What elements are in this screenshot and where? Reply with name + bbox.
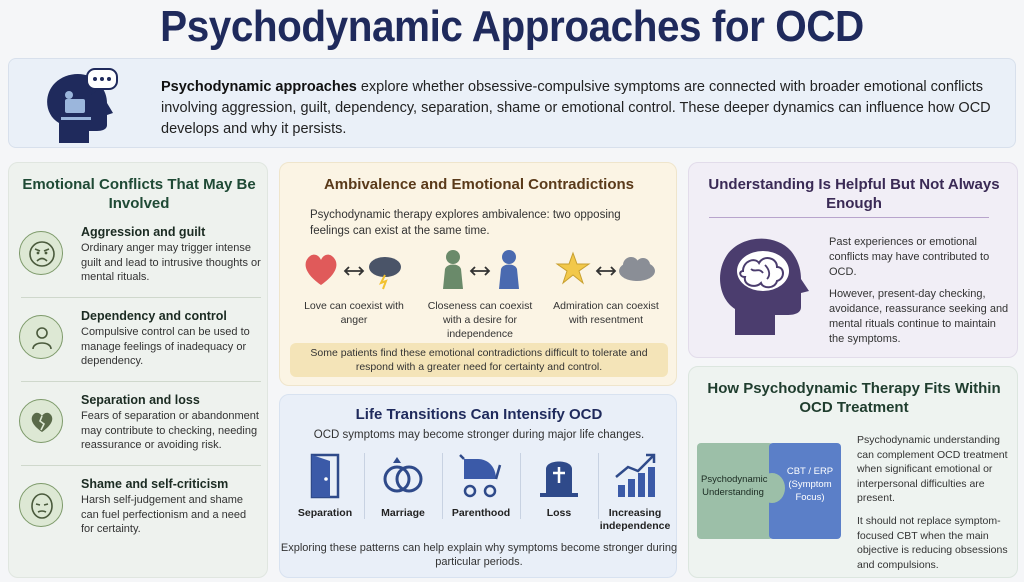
- ashamed-face-icon: [31, 493, 53, 519]
- love-anger-icon: [305, 254, 401, 290]
- rings-icon: [383, 457, 423, 493]
- divider: [21, 381, 261, 382]
- life-item: Parenthood: [442, 451, 520, 533]
- conflict-text: Fears of separation or abandonment may c…: [81, 410, 259, 451]
- fit-title: How Psychodynamic Therapy Fits Within OC…: [707, 380, 1001, 416]
- intro-text: Psychodynamic approaches explore whether…: [161, 77, 1001, 140]
- divider: [21, 465, 261, 466]
- divider: [21, 297, 261, 298]
- life-item: Loss: [520, 451, 598, 533]
- treatment-fit-panel: How Psychodynamic Therapy Fits Within OC…: [688, 366, 1018, 578]
- understanding-text-2: However, present-day checking, avoidance…: [829, 288, 1009, 345]
- life-label: Parenthood: [451, 507, 511, 519]
- fit-text-1: Psychodynamic understanding can compleme…: [857, 434, 1008, 504]
- divider: [442, 453, 443, 519]
- understanding-title: Understanding Is Helpful But Not Always …: [708, 176, 1000, 212]
- life-note: Exploring these patterns can help explai…: [280, 542, 678, 568]
- life-item: Increasing independence: [596, 451, 674, 533]
- ambivalence-pair: Closeness can coexist with a desire for …: [420, 247, 540, 340]
- pair-caption: Love can coexist with anger: [304, 300, 404, 326]
- angry-face-icon: [29, 241, 55, 267]
- conflict-item: Aggression and guilt Ordinary anger may …: [9, 225, 269, 307]
- life-label: Increasing independence: [599, 507, 671, 532]
- broken-heart-icon: [31, 412, 53, 432]
- divider: [364, 453, 365, 519]
- conflict-title: Aggression and guilt: [81, 225, 206, 239]
- understanding-text-1: Past experiences or emotional conflicts …: [829, 236, 990, 278]
- life-intro: OCD symptoms may become stronger during …: [313, 429, 645, 441]
- ambivalence-title: Ambivalence and Emotional Contradictions: [323, 176, 635, 193]
- life-item: Marriage: [364, 451, 442, 533]
- ambivalence-pair: Love can coexist with anger: [294, 247, 414, 337]
- puzzle-right-label: CBT / ERP (Symptom Focus): [786, 466, 834, 503]
- conflict-item: Separation and loss Fears of separation …: [9, 393, 269, 475]
- growth-chart-icon: [615, 453, 656, 497]
- closeness-independence-icon: [443, 250, 519, 289]
- life-item: Separation: [286, 451, 364, 533]
- conflicts-title: Emotional Conflicts That May Be Involved: [22, 176, 256, 212]
- person-icon: [32, 327, 52, 350]
- divider: [598, 453, 599, 519]
- head-brain-icon: [720, 238, 809, 335]
- divider: [709, 217, 989, 218]
- page-title: Psychodynamic Approaches for OCD: [160, 2, 864, 51]
- intro-lead: Psychodynamic approaches: [161, 79, 357, 95]
- conflict-item: Dependency and control Compulsive contro…: [9, 309, 269, 391]
- life-label: Separation: [297, 507, 353, 519]
- intro-body: explore whether obsessive-compulsive sym…: [161, 79, 991, 137]
- ambivalence-intro: Psychodynamic therapy explores ambivalen…: [310, 209, 621, 237]
- ambivalence-panel: Ambivalence and Emotional Contradictions…: [279, 162, 677, 386]
- conflict-item: Shame and self-criticism Harsh self-judg…: [9, 477, 269, 559]
- gravestone-icon: [540, 461, 578, 497]
- life-label: Marriage: [381, 507, 425, 519]
- conflict-text: Compulsive control can be used to manage…: [81, 326, 250, 367]
- ambivalence-pair: Admiration can coexist with resentment: [546, 247, 666, 337]
- conflict-text: Ordinary anger may trigger intense guilt…: [81, 242, 261, 283]
- intro-banner: Psychodynamic approaches explore whether…: [8, 58, 1016, 148]
- conflict-title: Shame and self-criticism: [81, 477, 229, 491]
- divider: [520, 453, 521, 519]
- fit-text-2: It should not replace symptom-focused CB…: [857, 515, 1008, 571]
- emotional-conflicts-panel: Emotional Conflicts That May Be Involved…: [8, 162, 268, 578]
- pair-caption: Closeness can coexist with a desire for …: [427, 300, 533, 340]
- life-title: Life Transitions Can Intensify OCD: [355, 406, 603, 423]
- conflict-text: Harsh self-judgement and shame can fuel …: [81, 494, 247, 535]
- understanding-panel: Understanding Is Helpful But Not Always …: [688, 162, 1018, 358]
- life-transitions-panel: Life Transitions Can Intensify OCD OCD s…: [279, 394, 677, 578]
- head-with-speech-bubble-icon: [47, 68, 118, 143]
- puzzle-left-label: Psychodynamic Understanding: [701, 474, 768, 498]
- conflict-title: Dependency and control: [81, 309, 227, 323]
- ambivalence-note: Some patients find these emotional contr…: [290, 343, 668, 377]
- stroller-icon: [459, 454, 502, 498]
- door-icon: [310, 453, 340, 499]
- life-label: Loss: [546, 507, 572, 519]
- puzzle-icon: Psychodynamic Understanding CBT / ERP (S…: [697, 443, 843, 543]
- pair-caption: Admiration can coexist with resentment: [553, 300, 659, 326]
- conflict-title: Separation and loss: [81, 393, 200, 407]
- admiration-resentment-icon: [555, 251, 655, 285]
